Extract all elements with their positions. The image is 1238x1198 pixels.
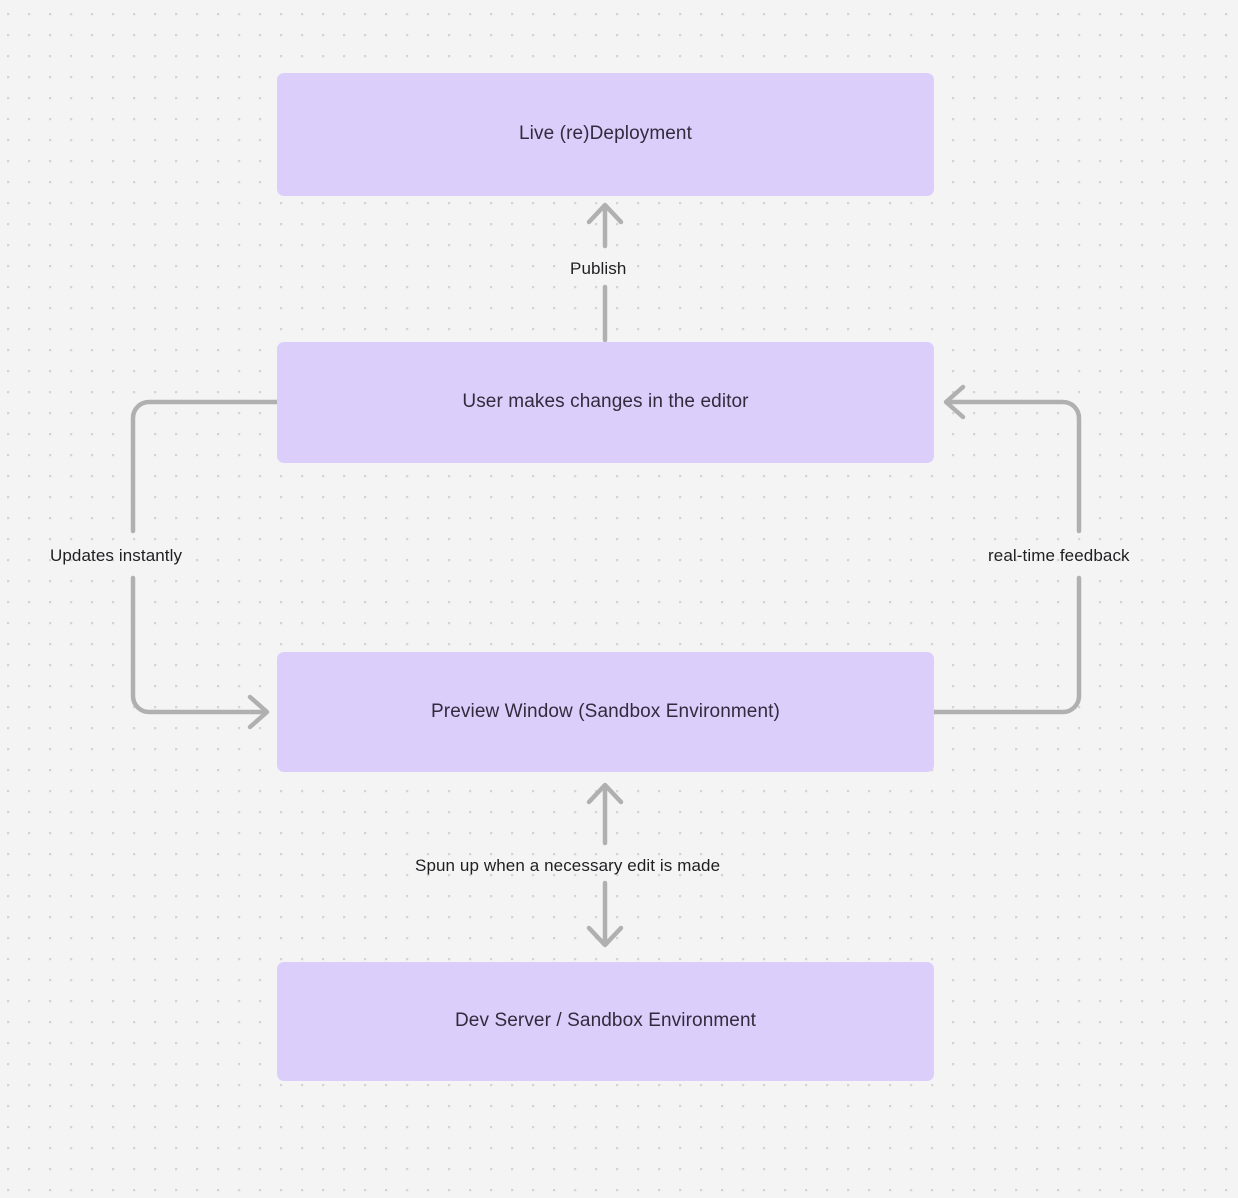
node-label: User makes changes in the editor — [462, 391, 749, 413]
edge-label-real-time-feedback: real-time feedback — [988, 546, 1130, 565]
edge-label-updates-instantly: Updates instantly — [50, 546, 183, 565]
node-live-redeployment[interactable]: Live (re)Deployment — [277, 73, 934, 196]
node-dev-server-sandbox[interactable]: Dev Server / Sandbox Environment — [277, 962, 934, 1081]
node-label: Preview Window (Sandbox Environment) — [431, 700, 780, 722]
node-label: Dev Server / Sandbox Environment — [454, 1010, 756, 1032]
node-label: Live (re)Deployment — [519, 123, 692, 145]
node-user-makes-changes[interactable]: User makes changes in the editor — [277, 342, 934, 463]
edge-label-publish: Publish — [570, 259, 627, 278]
edge-label-spun-up: Spun up when a necessary edit is made — [415, 856, 721, 875]
node-preview-window[interactable]: Preview Window (Sandbox Environment) — [277, 652, 934, 772]
